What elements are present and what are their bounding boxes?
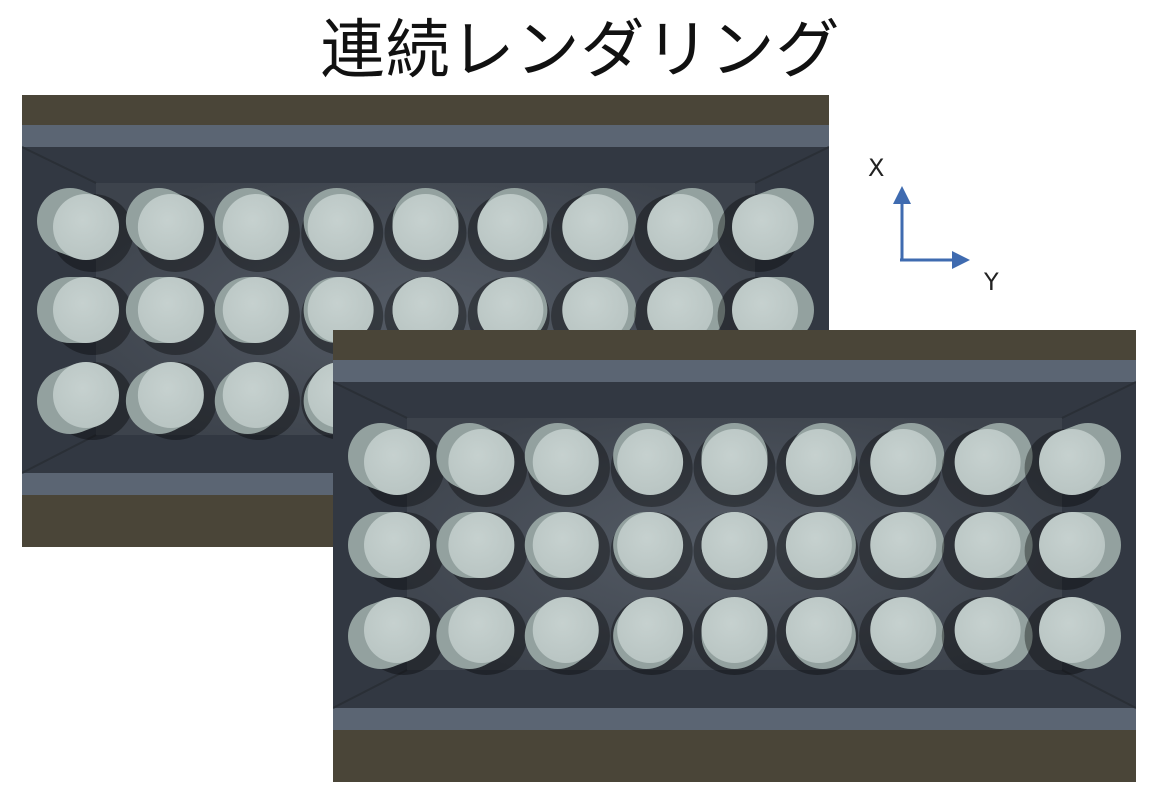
cylinder-pillar xyxy=(551,188,637,272)
cylinder-pillar xyxy=(524,423,610,507)
y-axis-arrowhead xyxy=(952,251,970,269)
cylinder-pillar xyxy=(859,597,945,675)
corner-line xyxy=(1061,669,1136,709)
cylinder-pillar xyxy=(859,512,945,590)
cylinder-pillar xyxy=(37,362,134,440)
cylinder-pillar xyxy=(524,512,610,590)
cylinder-pillar xyxy=(125,362,217,440)
cylinder-pillar xyxy=(436,512,528,590)
cylinder-pillar xyxy=(37,277,134,355)
cylinder-pillar xyxy=(1024,512,1121,590)
cylinder-pillar xyxy=(467,188,550,272)
cylinder-pillar xyxy=(524,597,610,675)
axis-indicator: X Y xyxy=(860,148,1020,298)
cylinder-pillar xyxy=(610,423,693,507)
cylinder-pillar xyxy=(610,597,693,675)
cylinder-pillar xyxy=(776,597,859,675)
rail-bottom xyxy=(333,708,1136,730)
cylinder-pillar xyxy=(941,597,1033,675)
cylinder-pillar xyxy=(693,512,776,590)
cylinder-pillar xyxy=(301,188,384,272)
cylinder-pillar xyxy=(384,277,467,355)
cylinder-pillar xyxy=(348,512,445,590)
rail-top xyxy=(333,360,1136,382)
cylinder-pillar xyxy=(610,512,693,590)
rail-top xyxy=(22,125,829,147)
cylinder-pillar xyxy=(214,188,300,272)
cylinder-pillar xyxy=(125,277,217,355)
cylinder-pillar xyxy=(37,188,134,272)
corner-line xyxy=(333,381,408,419)
cylinder-pillar xyxy=(941,423,1033,507)
floor-strip-top xyxy=(22,95,829,125)
cylinder-pillar xyxy=(436,597,528,675)
render-image-front xyxy=(333,330,1136,782)
cylinder-pillar xyxy=(1024,423,1121,507)
cylinder-pillar xyxy=(348,597,445,675)
cylinder-pillar xyxy=(776,512,859,590)
cylinder-pillar xyxy=(384,188,467,272)
floor-strip-bottom xyxy=(333,730,1136,782)
cylinder-pillar xyxy=(214,362,300,440)
cylinder-pillar xyxy=(551,277,637,355)
corner-line xyxy=(22,146,97,184)
y-axis-label: Y xyxy=(984,268,999,296)
x-axis-arrowhead xyxy=(893,186,911,204)
corner-line xyxy=(22,434,97,474)
cylinder-pillar xyxy=(693,423,776,507)
page-title: 連続レンダリング xyxy=(320,14,841,88)
cylinder-pillar xyxy=(717,188,814,272)
render-canvas-front xyxy=(333,330,1136,782)
corner-line xyxy=(1061,381,1136,419)
cylinder-pillar xyxy=(214,277,300,355)
cylinder-pillar xyxy=(776,423,859,507)
cylinder-pillar xyxy=(1024,597,1121,675)
x-axis-label: X xyxy=(868,154,885,182)
cylinder-pillar xyxy=(125,188,217,272)
cylinder-pillar xyxy=(693,597,776,675)
cylinder-pillar xyxy=(436,423,528,507)
cylinder-pillar xyxy=(941,512,1033,590)
axis-arrows xyxy=(893,186,970,269)
corner-line xyxy=(333,669,408,709)
cylinder-pillar xyxy=(859,423,945,507)
cylinder-pillar xyxy=(348,423,445,507)
corner-line xyxy=(754,146,829,184)
cylinder-pillar xyxy=(634,188,726,272)
floor-strip-top xyxy=(333,330,1136,360)
